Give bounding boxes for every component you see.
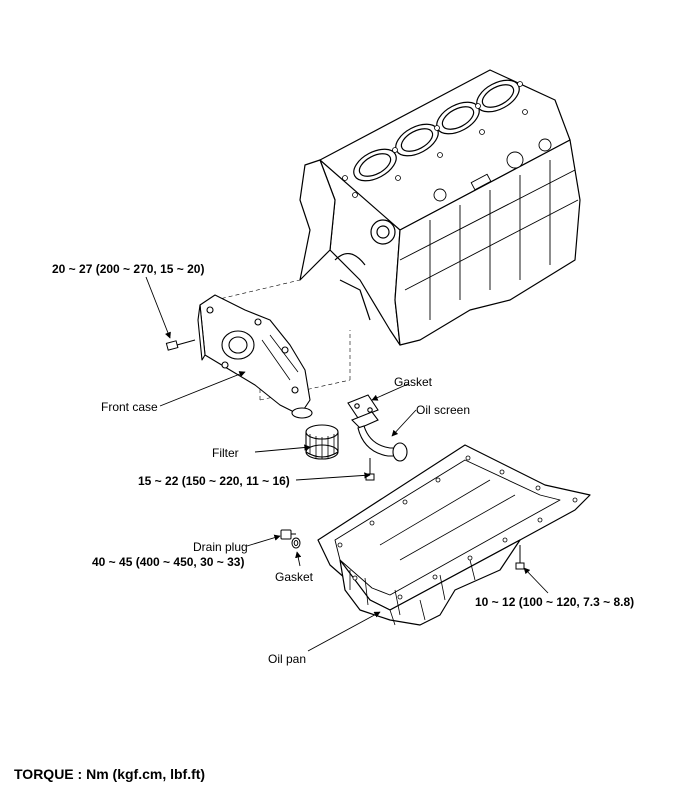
torque-label-oil-screen: 15 ~ 22 (150 ~ 220, 11 ~ 16) xyxy=(138,474,290,488)
oil-screen-bolt xyxy=(365,458,375,481)
label-oil-pan: Oil pan xyxy=(268,652,307,666)
drain-plug xyxy=(280,529,296,540)
oil-screen xyxy=(351,411,408,462)
label-oil-screen: Oil screen xyxy=(416,403,471,417)
label-filter: Filter xyxy=(212,446,239,460)
label-front-case: Front case xyxy=(101,400,158,414)
front-case xyxy=(197,294,313,419)
leader-arrows xyxy=(145,276,549,652)
front-case-bolt xyxy=(165,339,196,351)
torque-label-drain-plug: 40 ~ 45 (400 ~ 450, 30 ~ 33) xyxy=(92,555,245,569)
oil-pan xyxy=(317,444,591,626)
label-gasket-drain: Gasket xyxy=(275,570,314,584)
torque-units-footer: TORQUE : Nm (kgf.cm, lbf.ft) xyxy=(14,766,206,782)
label-gasket-top: Gasket xyxy=(394,375,433,389)
oil-pan-bolt xyxy=(515,545,525,570)
drain-plug-gasket xyxy=(291,537,301,549)
label-drain-plug: Drain plug xyxy=(193,540,248,554)
torque-label-oil-pan: 10 ~ 12 (100 ~ 120, 7.3 ~ 8.8) xyxy=(475,595,635,609)
oil-filter xyxy=(305,424,339,460)
engine-block xyxy=(299,69,581,346)
torque-label-front-case: 20 ~ 27 (200 ~ 270, 15 ~ 20) xyxy=(52,262,205,276)
